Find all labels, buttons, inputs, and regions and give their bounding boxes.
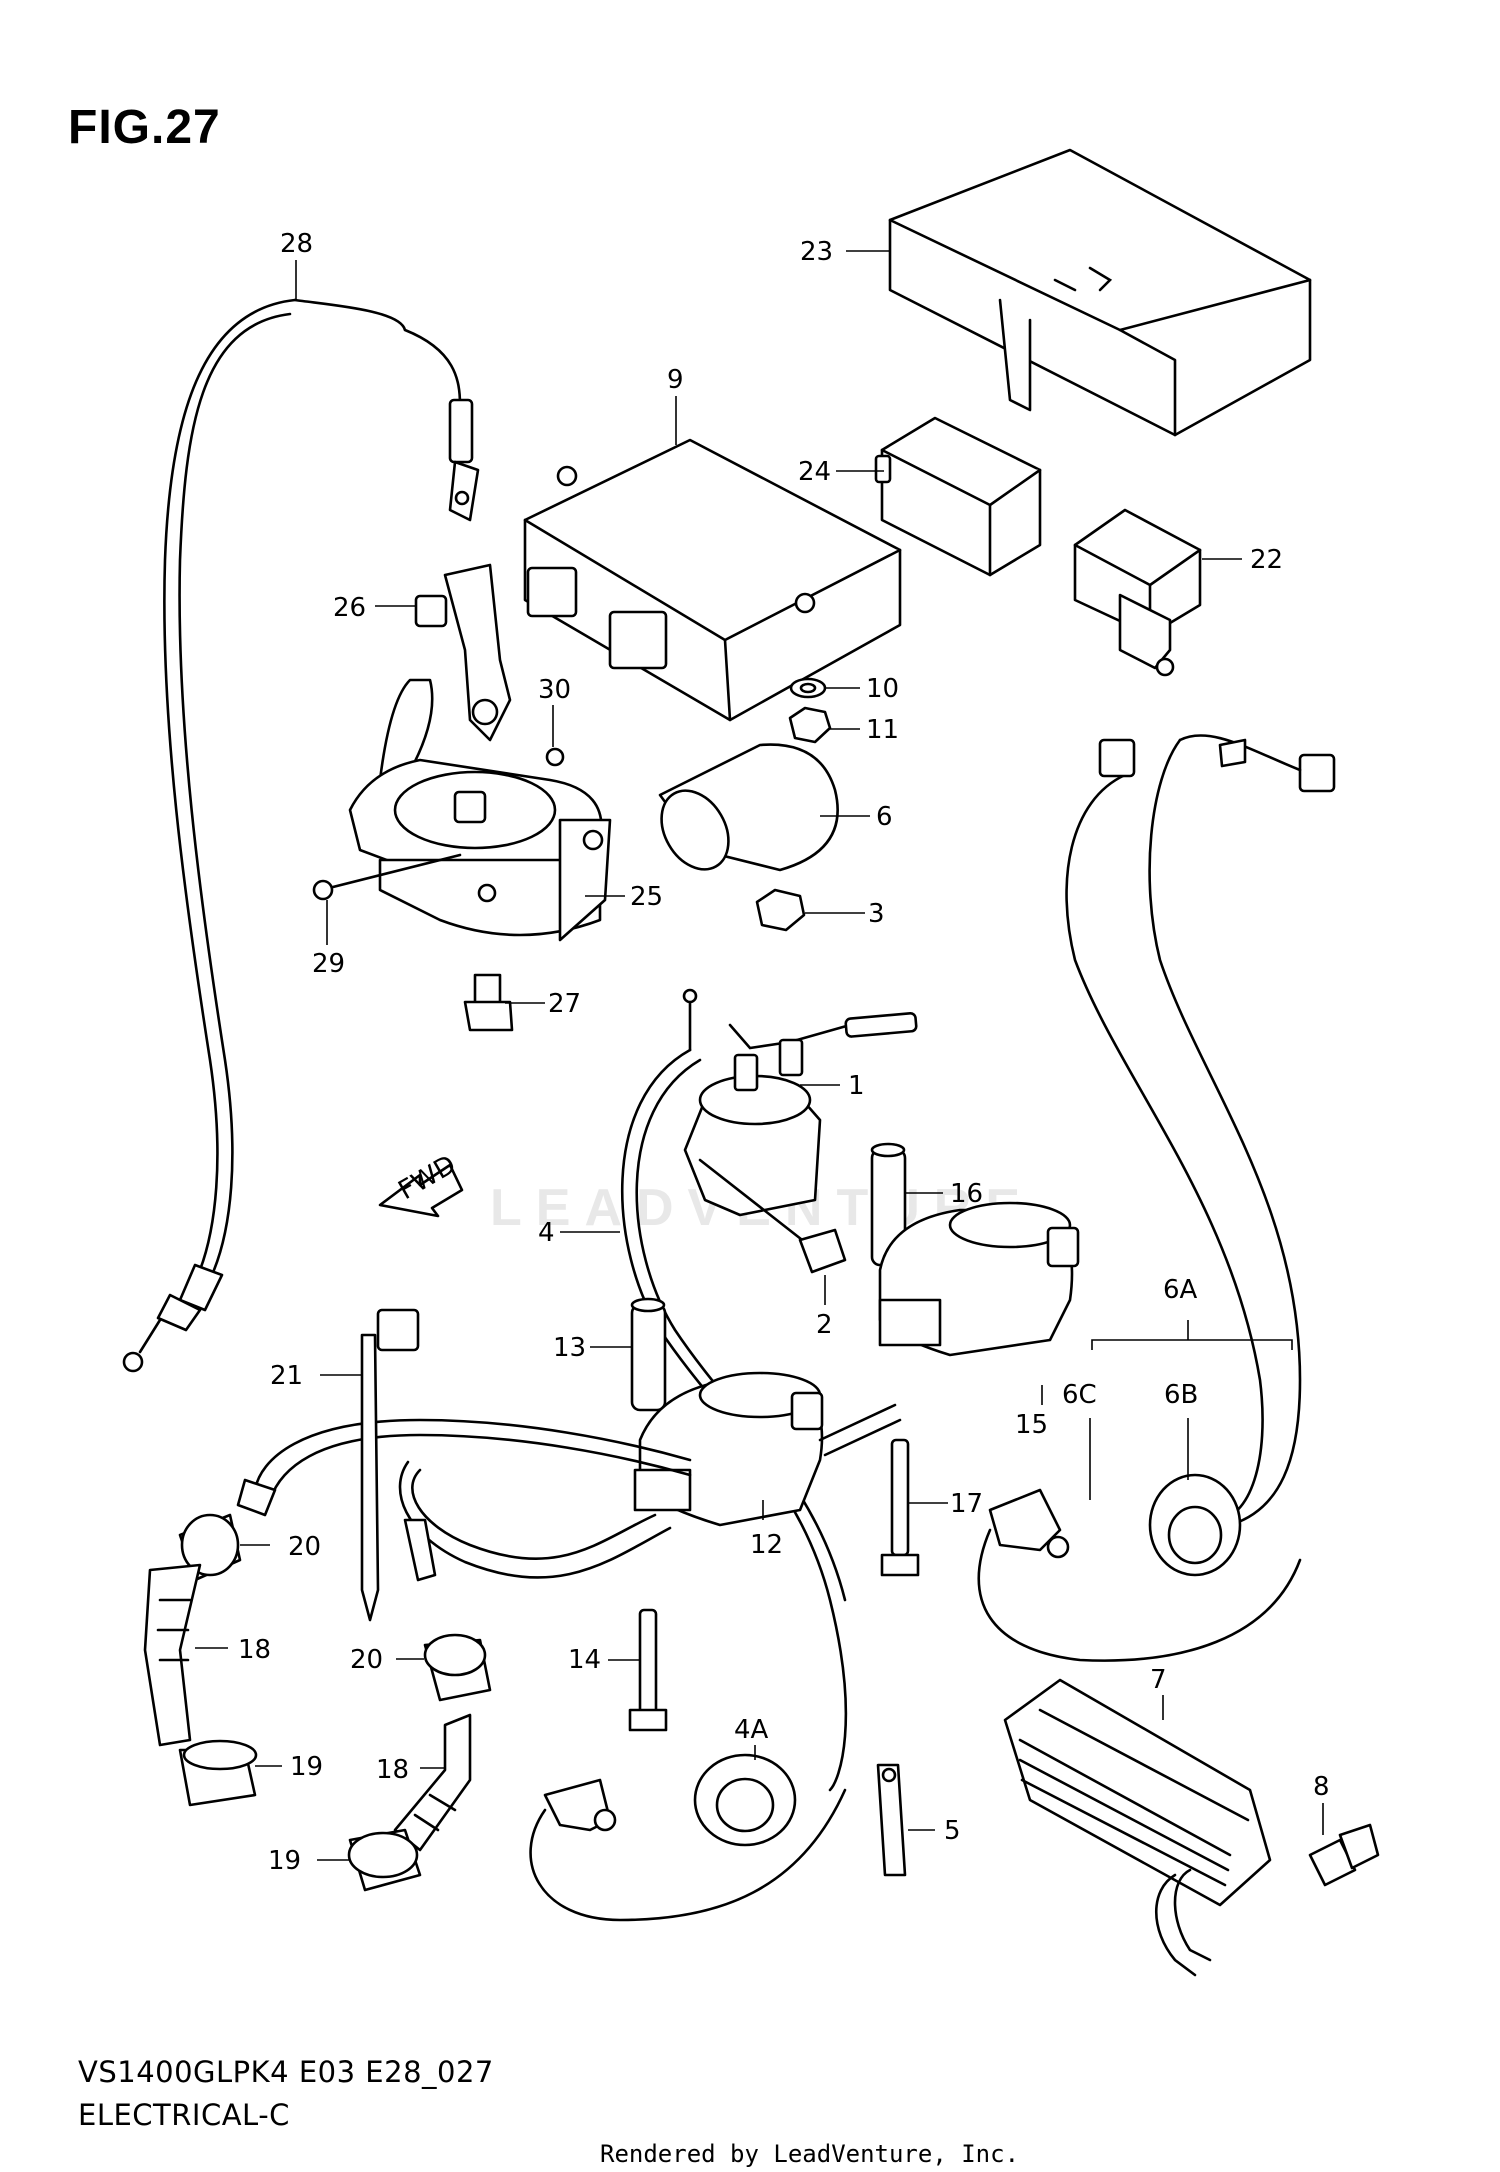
callout-17[interactable]: 17 xyxy=(950,1489,983,1519)
callout-4[interactable]: 4 xyxy=(538,1218,555,1248)
callout-24[interactable]: 24 xyxy=(798,457,831,487)
relay-24[interactable] xyxy=(874,416,1042,577)
control-unit-9[interactable] xyxy=(523,438,902,722)
spacer-13[interactable] xyxy=(630,1297,667,1412)
callout-18a[interactable]: 18 xyxy=(238,1635,271,1665)
callout-19b[interactable]: 19 xyxy=(268,1846,301,1876)
plug-cap-18-left[interactable] xyxy=(143,1563,202,1747)
callout-7[interactable]: 7 xyxy=(1150,1665,1167,1695)
callout-26[interactable]: 26 xyxy=(333,593,366,623)
bolt-2[interactable] xyxy=(698,1158,847,1274)
callout-20a[interactable]: 20 xyxy=(288,1532,321,1562)
leader-lines xyxy=(195,250,1324,1861)
callout-5[interactable]: 5 xyxy=(944,1816,961,1846)
ignition-coil-15[interactable] xyxy=(878,1201,1080,1357)
section-title: ELECTRICAL-C xyxy=(78,2098,290,2132)
callout-6a[interactable]: 6A xyxy=(1163,1275,1198,1305)
connector-block-22[interactable] xyxy=(1073,508,1202,677)
ignition-coil-12[interactable] xyxy=(633,1371,824,1527)
callout-23[interactable]: 23 xyxy=(800,237,833,267)
model-code: VS1400GLPK4 E03 E28_027 xyxy=(78,2055,494,2089)
callout-3[interactable]: 3 xyxy=(868,899,885,929)
callout-6c[interactable]: 6C xyxy=(1062,1380,1097,1410)
callout-9[interactable]: 9 xyxy=(667,365,684,395)
callout-19a[interactable]: 19 xyxy=(290,1752,323,1782)
callout-13[interactable]: 13 xyxy=(553,1333,586,1363)
starter-relay-1[interactable] xyxy=(682,988,918,1217)
sensor-25[interactable] xyxy=(348,678,612,942)
callout-4a[interactable]: 4A xyxy=(734,1715,769,1745)
bolt-8[interactable] xyxy=(1308,1823,1380,1887)
bracket-26[interactable] xyxy=(414,563,512,742)
screw-30[interactable] xyxy=(545,747,565,767)
callout-2[interactable]: 2 xyxy=(816,1310,833,1340)
callout-15[interactable]: 15 xyxy=(1015,1410,1048,1440)
washer-10[interactable] xyxy=(789,677,827,699)
sensor-4a[interactable] xyxy=(529,1753,847,1922)
cable-tie-21[interactable] xyxy=(360,1308,420,1622)
callout-18b[interactable]: 18 xyxy=(376,1755,409,1785)
bolt-14[interactable] xyxy=(628,1608,668,1732)
grommet-20-upper[interactable] xyxy=(178,1513,242,1582)
cap-19-left[interactable] xyxy=(178,1739,258,1807)
callout-28[interactable]: 28 xyxy=(280,229,313,259)
callout-29[interactable]: 29 xyxy=(312,949,345,979)
high-tension-leads xyxy=(236,1403,902,1582)
fwd-arrow: FWD xyxy=(378,1150,464,1218)
callout-25[interactable]: 25 xyxy=(630,882,663,912)
cover-23[interactable] xyxy=(888,148,1312,437)
cable-28[interactable] xyxy=(122,298,480,1373)
nut-3[interactable] xyxy=(755,888,806,932)
callout-1[interactable]: 1 xyxy=(848,1071,865,1101)
bolt-29[interactable] xyxy=(312,853,462,901)
nut-11[interactable] xyxy=(788,706,832,744)
callout-21[interactable]: 21 xyxy=(270,1361,303,1391)
callout-16[interactable]: 16 xyxy=(950,1179,983,1209)
plug-cap-18-right[interactable] xyxy=(393,1713,472,1852)
callout-12[interactable]: 12 xyxy=(750,1530,783,1560)
regulator-7[interactable] xyxy=(1003,1678,1272,1977)
callout-30[interactable]: 30 xyxy=(538,675,571,705)
callout-6b[interactable]: 6B xyxy=(1164,1380,1198,1410)
callout-6[interactable]: 6 xyxy=(876,802,893,832)
callouts: 28 23 9 24 22 26 10 11 30 6 3 25 29 27 1… xyxy=(238,229,1330,1876)
bolt-27[interactable] xyxy=(463,973,514,1032)
callout-8[interactable]: 8 xyxy=(1313,1772,1330,1802)
callout-22[interactable]: 22 xyxy=(1250,545,1283,575)
grommet-20-lower[interactable] xyxy=(423,1633,492,1702)
sensor-lead-6a[interactable] xyxy=(977,734,1336,1662)
bracket-6a xyxy=(1091,1339,1293,1350)
callout-27[interactable]: 27 xyxy=(548,989,581,1019)
boot-6[interactable] xyxy=(648,743,839,882)
clamp-5[interactable] xyxy=(876,1763,907,1877)
figure-title: FIG.27 xyxy=(68,101,221,154)
bolt-17[interactable] xyxy=(880,1438,920,1577)
render-credit: Rendered by LeadVenture, Inc. xyxy=(600,2140,1020,2168)
callout-10[interactable]: 10 xyxy=(866,674,899,704)
callout-11[interactable]: 11 xyxy=(866,715,899,745)
callout-14[interactable]: 14 xyxy=(568,1645,601,1675)
callout-20b[interactable]: 20 xyxy=(350,1645,383,1675)
cap-19-right[interactable] xyxy=(347,1828,422,1892)
